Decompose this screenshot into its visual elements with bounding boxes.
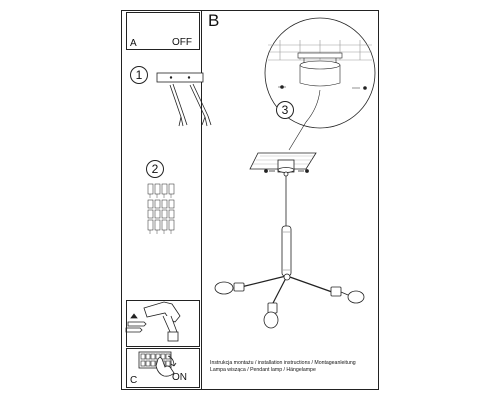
ceiling-detail — [264, 17, 376, 151]
instruction-footer: Instrukcja montażu / installation instru… — [210, 360, 356, 374]
panel-b-letter: B — [208, 11, 220, 30]
switch-on-label: ON — [172, 372, 187, 383]
step-1-badge: 1 — [130, 66, 148, 84]
step-3-badge: 3 — [276, 101, 294, 119]
terminal-component-grid — [147, 183, 175, 231]
panel-a — [126, 12, 200, 50]
step-2-badge: 2 — [146, 160, 164, 178]
footer-line-2: Lampa wisząca / Pendant lamp / Hängelamp… — [210, 367, 316, 373]
light-bulb-icon — [214, 281, 365, 329]
pendant-lamp-icon — [240, 152, 333, 306]
instruction-frame — [121, 10, 379, 390]
panel-c — [126, 348, 200, 388]
hand-icon-c — [155, 355, 177, 377]
panel-c-letter: C — [130, 375, 138, 386]
drill-panel — [126, 300, 200, 347]
panel-a-letter: A — [130, 38, 137, 49]
panel-divider — [201, 10, 202, 390]
drill-icon — [143, 301, 181, 342]
mounting-bar-icon — [156, 72, 204, 83]
footer-line-1: Instrukcja montażu / installation instru… — [210, 360, 356, 366]
switch-off-label: OFF — [172, 37, 192, 48]
wire-icon — [169, 83, 212, 127]
